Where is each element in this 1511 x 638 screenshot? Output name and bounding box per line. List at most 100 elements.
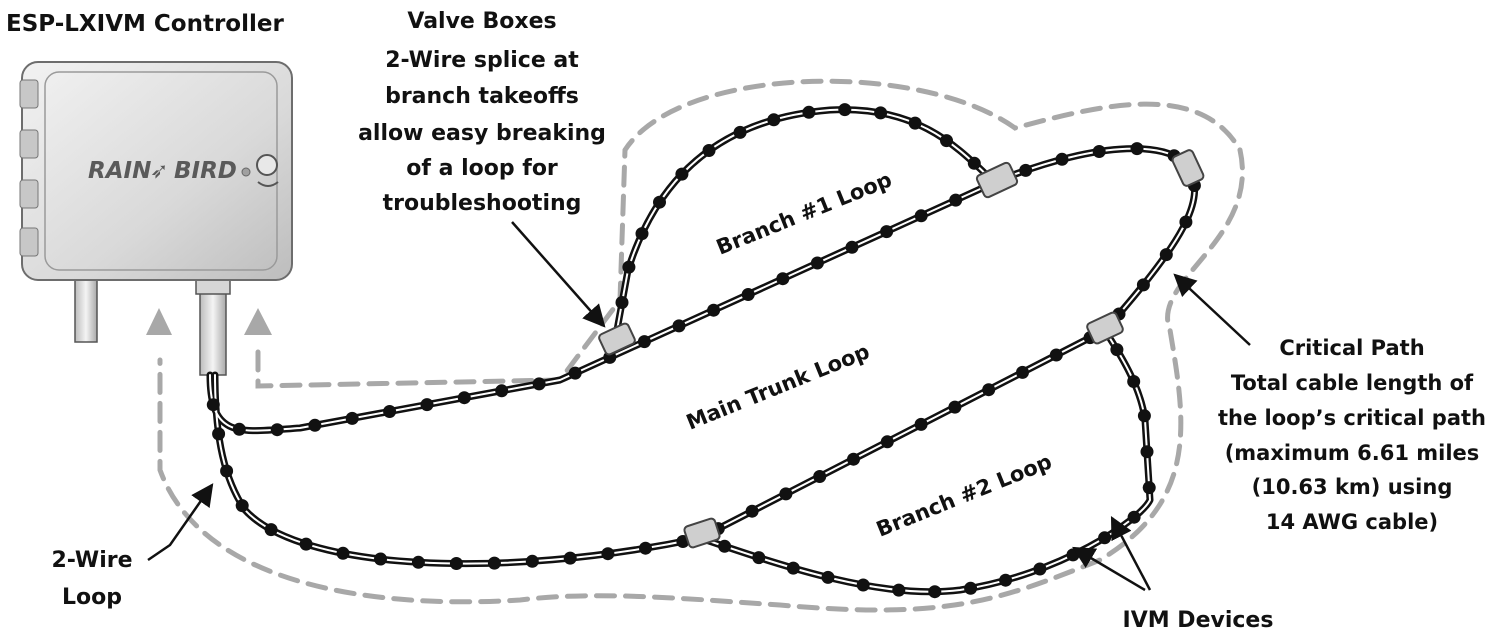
ivm-device-dot	[336, 546, 350, 560]
ivm-device-dot	[563, 551, 577, 565]
ivm-device-dot	[374, 552, 387, 566]
critical-path-line-1: Critical Path	[1279, 336, 1424, 360]
ivm-device-dot	[411, 555, 425, 569]
critical-path-callout: Critical Path Total cable length of the …	[1218, 336, 1486, 534]
ivm-device-dot	[1140, 445, 1154, 459]
valve-boxes-line-3: branch takeoffs	[385, 84, 579, 109]
ivm-device-dot	[675, 167, 689, 181]
ivm-device-dot	[1016, 365, 1029, 379]
ivm-device-dot	[718, 539, 732, 553]
ivm-device-dot	[1127, 375, 1141, 388]
ivm-device-dot	[874, 106, 888, 120]
ivm-device-dot	[1055, 152, 1069, 166]
ivm-device-dot	[1142, 481, 1156, 495]
ivm-devices-label: IVM Devices	[1123, 608, 1274, 633]
ivm-device-dot	[308, 418, 322, 432]
ivm-device-dot	[212, 427, 226, 441]
ivm-device-dot	[845, 240, 859, 254]
main-trunk-loop-label: Main Trunk Loop	[683, 339, 873, 434]
ivm-device-dot	[457, 391, 471, 405]
ivm-device-dot	[1179, 215, 1193, 229]
ivm-device-dot	[786, 561, 800, 575]
ivm-device-dot	[999, 573, 1013, 587]
ivm-device-dot	[1127, 510, 1141, 524]
controller-unit: RAIN ➶ BIRD	[19, 61, 293, 281]
ivm-device-dot	[1159, 248, 1173, 262]
ivm-device-dot	[702, 144, 716, 157]
ivm-device-dot	[745, 504, 759, 518]
ivm-device-dot	[821, 570, 835, 584]
critical-path-callout-arrow	[1173, 273, 1251, 346]
ivm-device-dot	[495, 384, 509, 398]
critical-path-line-2: Total cable length of	[1231, 371, 1474, 395]
ivm-device-dot	[776, 272, 790, 286]
valve-box-branch2-return	[683, 517, 721, 549]
ivm-devices-callout-arrow-2	[1110, 516, 1152, 591]
ivm-device-dot	[672, 319, 686, 333]
up-arrow-right	[244, 308, 272, 335]
ivm-device-dot	[615, 296, 629, 309]
branch1-loop-label: Branch #1 Loop	[713, 167, 895, 259]
ivm-device-dot	[449, 557, 463, 570]
ivm-device-dot	[299, 537, 313, 551]
controller-title: ESP-LXIVM Controller	[6, 11, 284, 37]
ivm-device-dot	[940, 134, 953, 148]
critical-path-line-5: (10.63 km) using	[1252, 475, 1453, 499]
ivm-device-dot	[707, 303, 721, 317]
conduit-left	[74, 279, 98, 343]
ivm-device-dot	[880, 435, 894, 449]
wire-main-trunk-a	[206, 145, 1199, 568]
ivm-device-dot	[733, 125, 747, 139]
ivm-device-dot	[1049, 348, 1063, 362]
ivm-device-dot	[420, 398, 434, 412]
controller-lock-button-icon	[256, 154, 278, 176]
ivm-device-dot	[235, 499, 249, 513]
controller-hinge-1	[19, 79, 39, 109]
controller-hinge-2	[19, 129, 39, 159]
ivm-device-dot	[345, 411, 359, 425]
bird-icon: ➶	[150, 159, 168, 184]
ivm-device-dot	[1136, 278, 1150, 292]
wire-main-trunk-b	[209, 147, 1196, 565]
ivm-device-dot	[532, 377, 546, 391]
ivm-device-dot	[880, 225, 894, 239]
valve-boxes-line-2: 2-Wire splice at	[385, 48, 579, 73]
ivm-device-dot	[914, 417, 928, 431]
ivm-device-dot	[892, 583, 906, 597]
ivm-device-dot	[1033, 562, 1047, 576]
controller-hinge-3	[19, 179, 39, 209]
critical-path-line-6: 14 AWG cable)	[1266, 510, 1438, 534]
ivm-device-dot	[639, 541, 652, 555]
brand-logo-left: RAIN	[88, 158, 151, 184]
valve-boxes-line-1: Valve Boxes	[407, 9, 556, 34]
ivm-device-dot	[1110, 343, 1124, 357]
ivm-device-dot	[741, 288, 755, 301]
ivm-device-dot	[601, 547, 615, 561]
ivm-device-dot	[967, 156, 981, 170]
ivm-device-dot	[948, 400, 962, 414]
ivm-device-dot	[813, 470, 827, 483]
ivm-device-dot	[1098, 531, 1112, 545]
ivm-device-dot	[206, 398, 220, 412]
ivm-device-dot	[270, 423, 284, 437]
ivm-device-dot	[635, 227, 649, 241]
ivm-device-dot	[1130, 142, 1144, 156]
ivm-device-dot	[220, 464, 234, 478]
ivm-device-dot	[653, 195, 666, 209]
ivm-device-dot	[232, 422, 246, 436]
valve-boxes-line-6: troubleshooting	[383, 191, 582, 216]
two-wire-line-2: Loop	[62, 585, 122, 610]
valve-boxes-callout: Valve Boxes 2-Wire splice at branch take…	[358, 9, 606, 216]
ivm-device-dot	[949, 193, 963, 207]
ivm-device-dots	[206, 103, 1201, 599]
ivm-device-dot	[856, 578, 870, 592]
ivm-device-dot	[810, 256, 824, 270]
valve-box-branch1-return	[975, 161, 1019, 199]
ivm-device-dot	[928, 585, 942, 599]
two-wire-callout: 2-Wire Loop	[51, 548, 132, 610]
ivm-device-dot	[487, 556, 501, 570]
ivm-device-dot	[637, 335, 651, 349]
branch2-loop-label: Branch #2 Loop	[873, 449, 1055, 541]
valve-box-branch1-takeoff	[598, 322, 636, 356]
